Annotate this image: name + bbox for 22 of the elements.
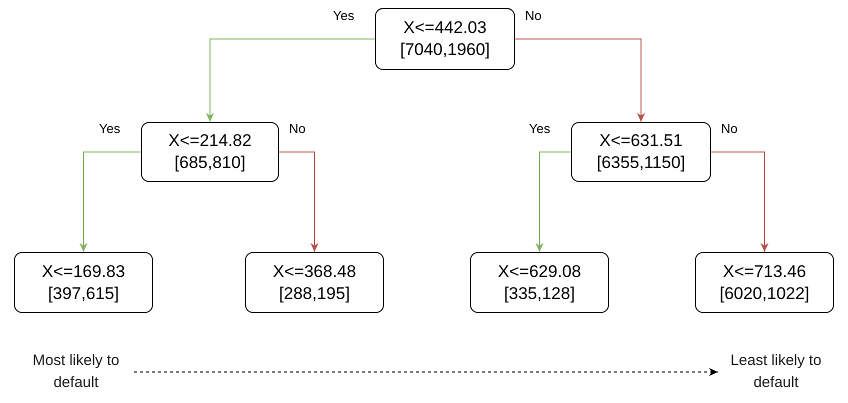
decision-box: X<=368.48 [288,195] bbox=[245, 252, 384, 313]
edge-label: Yes bbox=[333, 9, 354, 22]
decision-box: X<=169.83 [397,615] bbox=[14, 252, 153, 313]
arrow bbox=[514, 38, 645, 122]
decision-box: X<=631.51 [6355,1150] bbox=[571, 122, 711, 182]
arrow bbox=[278, 152, 318, 252]
edge-label: Yes bbox=[99, 122, 120, 135]
arrow bbox=[80, 152, 142, 252]
arrow bbox=[710, 152, 768, 252]
edge-label: No bbox=[289, 122, 306, 135]
edge-label: Yes bbox=[529, 122, 550, 135]
decision-box: X<=629.08 [335,128] bbox=[470, 252, 609, 313]
arrow bbox=[536, 152, 572, 252]
edge-label: No bbox=[525, 9, 542, 22]
decision-box: X<=713.46 [6020,1022] bbox=[695, 252, 834, 313]
note-text: Least likely to default bbox=[722, 348, 830, 396]
decision-box: X<=442.03 [7040,1960] bbox=[375, 8, 515, 70]
arrow bbox=[206, 38, 376, 122]
decision-box: X<=214.82 [685,810] bbox=[141, 122, 279, 182]
edge-label: No bbox=[721, 122, 738, 135]
arrow bbox=[134, 368, 718, 376]
note-text: Most likely to default bbox=[22, 348, 130, 396]
